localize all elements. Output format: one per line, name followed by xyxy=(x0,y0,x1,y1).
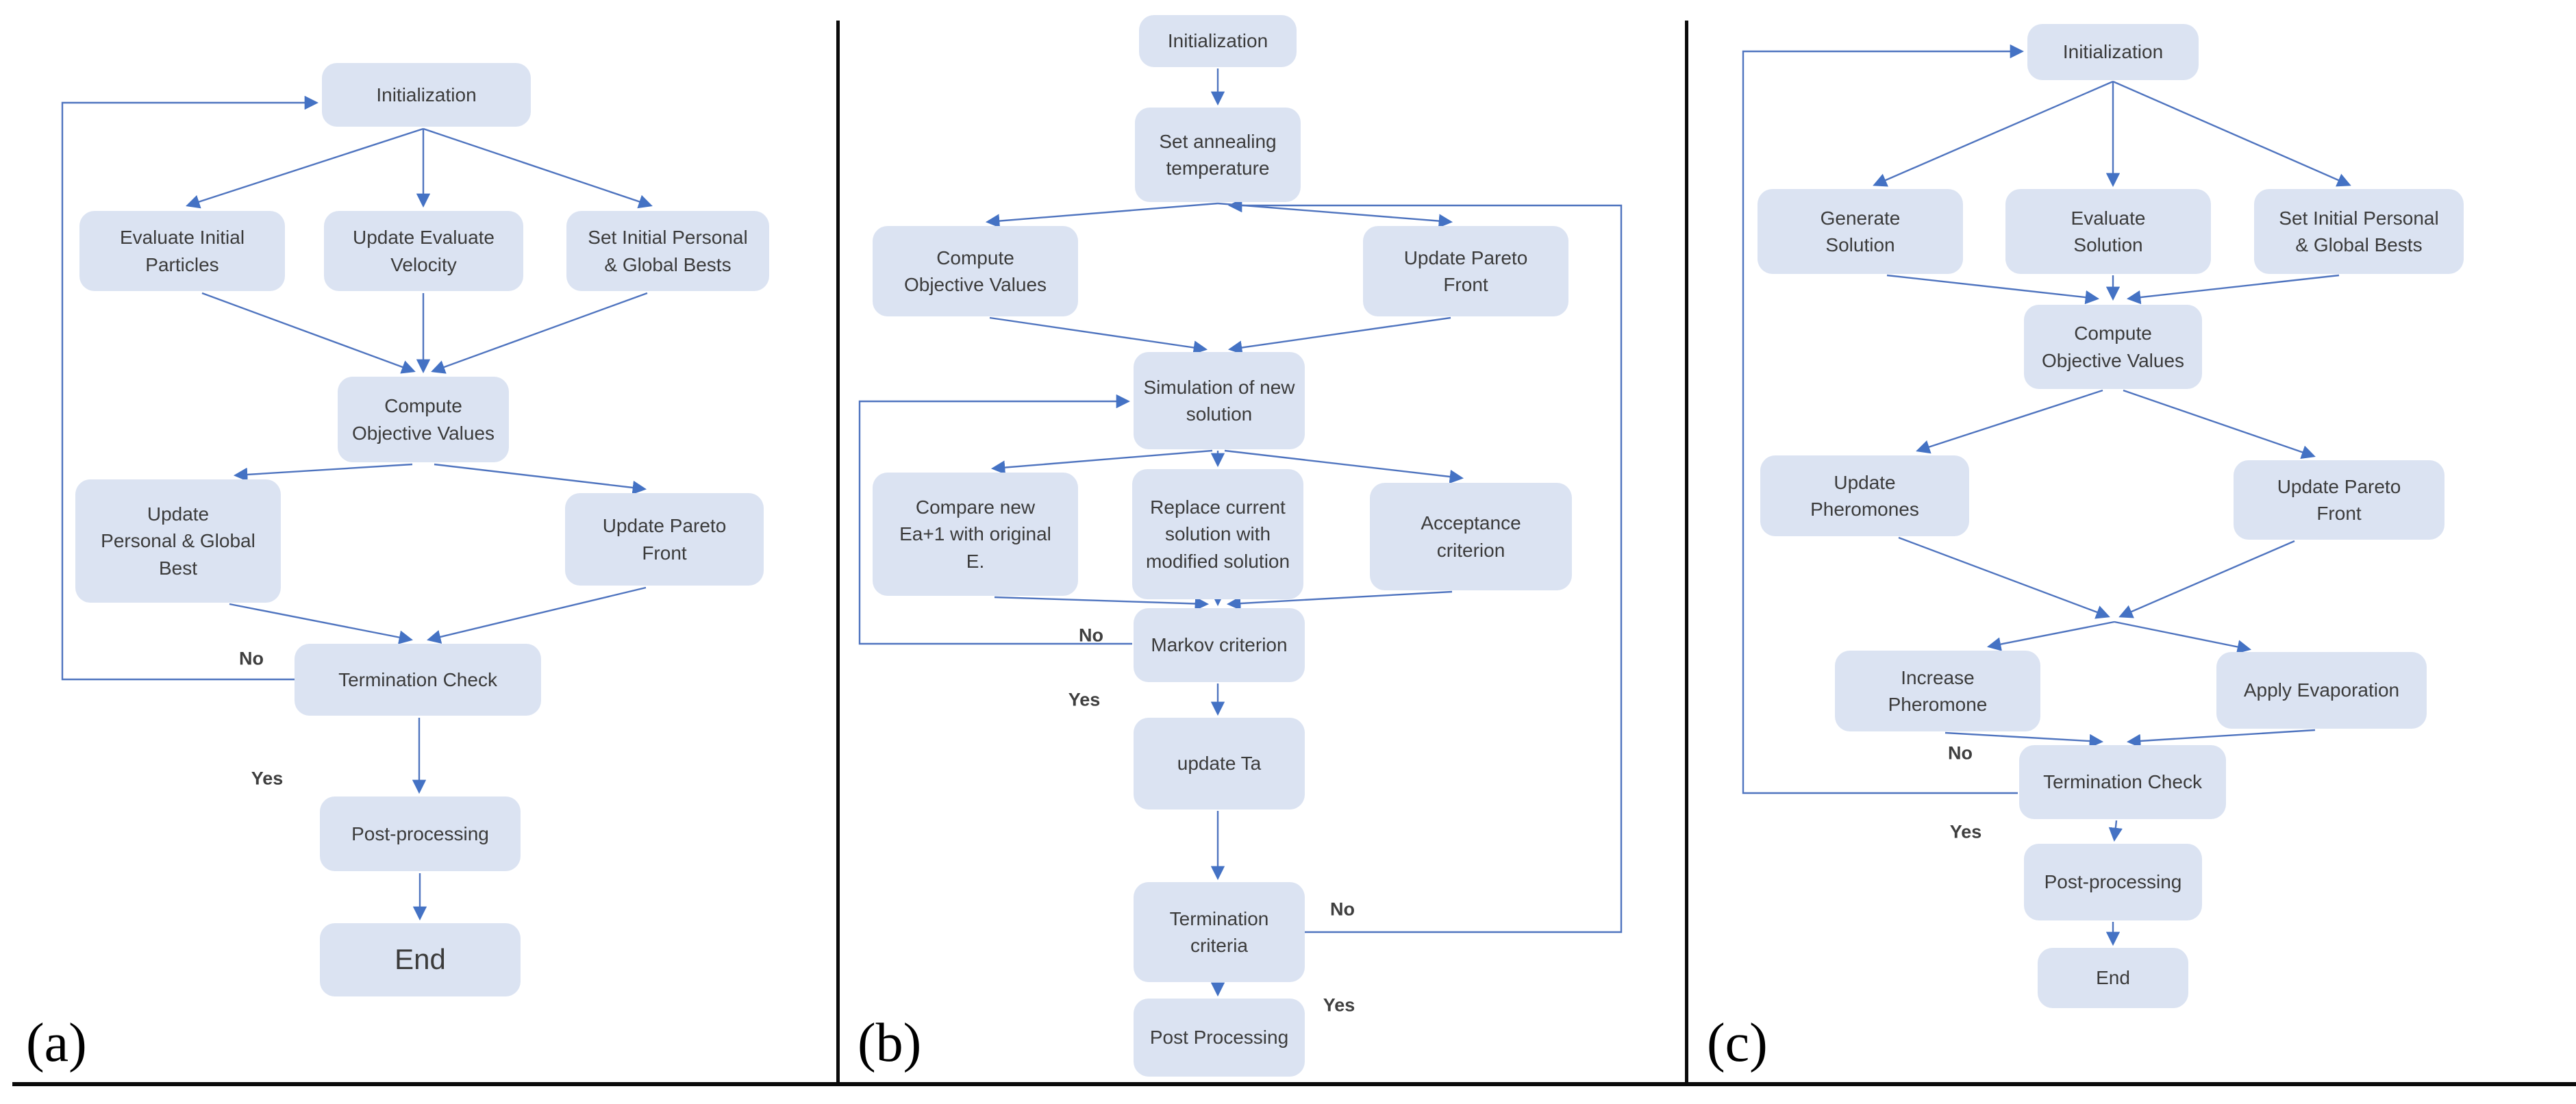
edge-c-termination-to-post xyxy=(2108,820,2123,842)
edge-c-init-to-generate xyxy=(1873,80,2114,187)
edge-b-termination-no-loop xyxy=(1227,198,1623,933)
edge-a-init-to-setinitial xyxy=(423,127,653,209)
panel-caption-c: (c) xyxy=(1707,1013,1768,1073)
node-a-initialization: Initialization xyxy=(322,63,531,127)
edge-c-pareto-to-cross xyxy=(2118,540,2295,618)
edge-c-compute-to-pareto xyxy=(2123,389,2316,459)
edge-label-c-yes: Yes xyxy=(1949,821,1982,842)
node-c-set-initial-bests: Set Initial Personal & Global Bests xyxy=(2254,189,2464,274)
edge-label-b-termination-no: No xyxy=(1330,899,1355,920)
node-a-termination-check: Termination Check xyxy=(295,644,541,716)
edge-label-a-no: No xyxy=(239,648,264,669)
panel-caption-a: (a) xyxy=(26,1013,87,1073)
edge-b-compare-to-markov xyxy=(994,596,1210,611)
edge-b-junction-to-pareto xyxy=(1217,202,1453,228)
node-a-update-pareto-front: Update Pareto Front xyxy=(565,493,764,586)
edge-label-b-termination-yes: Yes xyxy=(1323,994,1355,1016)
edge-c-pheromones-to-cross xyxy=(1898,536,2110,619)
edge-label-a-yes: Yes xyxy=(251,768,284,789)
node-a-update-evaluate-velocity: Update Evaluate Velocity xyxy=(324,211,523,291)
edge-a-evaluate-to-compute xyxy=(201,292,416,374)
edge-c-cross-to-evaporation xyxy=(2114,620,2251,654)
panel-caption-b: (b) xyxy=(858,1013,922,1073)
edge-a-setinitial-to-compute xyxy=(431,292,648,374)
edge-label-c-no: No xyxy=(1948,742,1973,764)
panel-divider-bc xyxy=(1685,21,1688,1084)
node-a-update-personal-global-best: Update Personal & Global Best xyxy=(75,479,281,603)
node-c-evaluate-solution: Evaluate Solution xyxy=(2005,189,2211,274)
edge-c-evaporation-to-termination xyxy=(2126,729,2316,749)
node-b-markov-criterion: Markov criterion xyxy=(1134,608,1305,682)
node-b-replace-current-solution: Replace current solution with modified s… xyxy=(1132,469,1303,599)
edge-c-setinitial-to-compute xyxy=(2126,274,2340,305)
node-c-initialization: Initialization xyxy=(2027,24,2199,80)
edge-label-b-markov-no: No xyxy=(1079,625,1103,646)
node-a-evaluate-initial-particles: Evaluate Initial Particles xyxy=(79,211,285,291)
node-c-compute-objective-values: Compute Objective Values xyxy=(2024,305,2202,389)
node-a-set-initial-bests: Set Initial Personal & Global Bests xyxy=(566,211,769,291)
node-b-initialization: Initialization xyxy=(1139,15,1297,67)
node-b-compare-new-energy: Compare new Ea+1 with original E. xyxy=(873,473,1078,596)
node-b-compute-objective-values: Compute Objective Values xyxy=(873,226,1078,316)
edge-b-acceptance-to-markov xyxy=(1226,590,1453,611)
edge-label-b-markov-yes: Yes xyxy=(1068,689,1101,710)
node-c-generate-solution: Generate Solution xyxy=(1758,189,1963,274)
node-a-compute-objective-values: Compute Objective Values xyxy=(338,377,509,462)
edge-a-pareto-to-termination xyxy=(427,586,647,644)
edge-c-init-to-setinitial xyxy=(2112,80,2351,187)
edge-c-cross-to-increase xyxy=(1986,620,2115,651)
edge-a-compute-to-pareto xyxy=(434,463,647,495)
edge-b-compute-to-simulation xyxy=(989,316,1208,355)
bottom-rule xyxy=(12,1082,2576,1086)
edge-c-termination-to-initialization xyxy=(1742,44,2025,794)
node-c-termination-check: Termination Check xyxy=(2019,745,2226,819)
node-c-update-pheromones: Update Pheromones xyxy=(1760,455,1969,536)
edge-b-simulation-to-acceptance xyxy=(1224,449,1464,484)
node-c-apply-evaporation: Apply Evaporation xyxy=(2216,652,2427,729)
edge-c-compute-to-pheromones xyxy=(1916,389,2103,454)
edge-a-init-to-evaluate xyxy=(186,127,424,209)
node-b-termination-criteria: Termination criteria xyxy=(1134,882,1305,982)
node-c-increase-pheromone: Increase Pheromone xyxy=(1835,651,2040,731)
panel-divider-ab xyxy=(836,21,840,1084)
node-c-update-pareto-front: Update Pareto Front xyxy=(2234,460,2444,540)
edge-b-simulation-to-compare xyxy=(990,449,1213,475)
node-b-simulation-of-new-solution: Simulation of new solution xyxy=(1134,352,1305,449)
edge-c-increase-to-termination xyxy=(1944,731,2104,749)
node-a-end: End xyxy=(320,923,521,996)
edge-c-generate-to-compute xyxy=(1886,274,2100,305)
edge-a-termination-to-initialization xyxy=(61,95,319,681)
node-b-update-pareto-front: Update Pareto Front xyxy=(1363,226,1568,316)
node-c-end: End xyxy=(2038,948,2188,1008)
edge-b-pareto-to-simulation xyxy=(1227,316,1451,355)
node-b-acceptance-criterion: Acceptance criterion xyxy=(1370,483,1572,590)
node-c-post-processing: Post-processing xyxy=(2024,844,2202,920)
node-b-set-annealing-temperature: Set annealing temperature xyxy=(1135,108,1301,202)
node-b-update-ta: update Ta xyxy=(1134,718,1305,810)
node-b-post-processing: Post Processing xyxy=(1134,999,1305,1077)
edge-a-compute-to-updatepg xyxy=(233,463,413,482)
edge-b-junction-to-compute xyxy=(985,202,1218,228)
edge-b-markov-no-loop xyxy=(858,394,1132,645)
node-a-post-processing: Post-processing xyxy=(320,796,521,871)
edge-a-updatepg-to-termination xyxy=(229,603,414,644)
